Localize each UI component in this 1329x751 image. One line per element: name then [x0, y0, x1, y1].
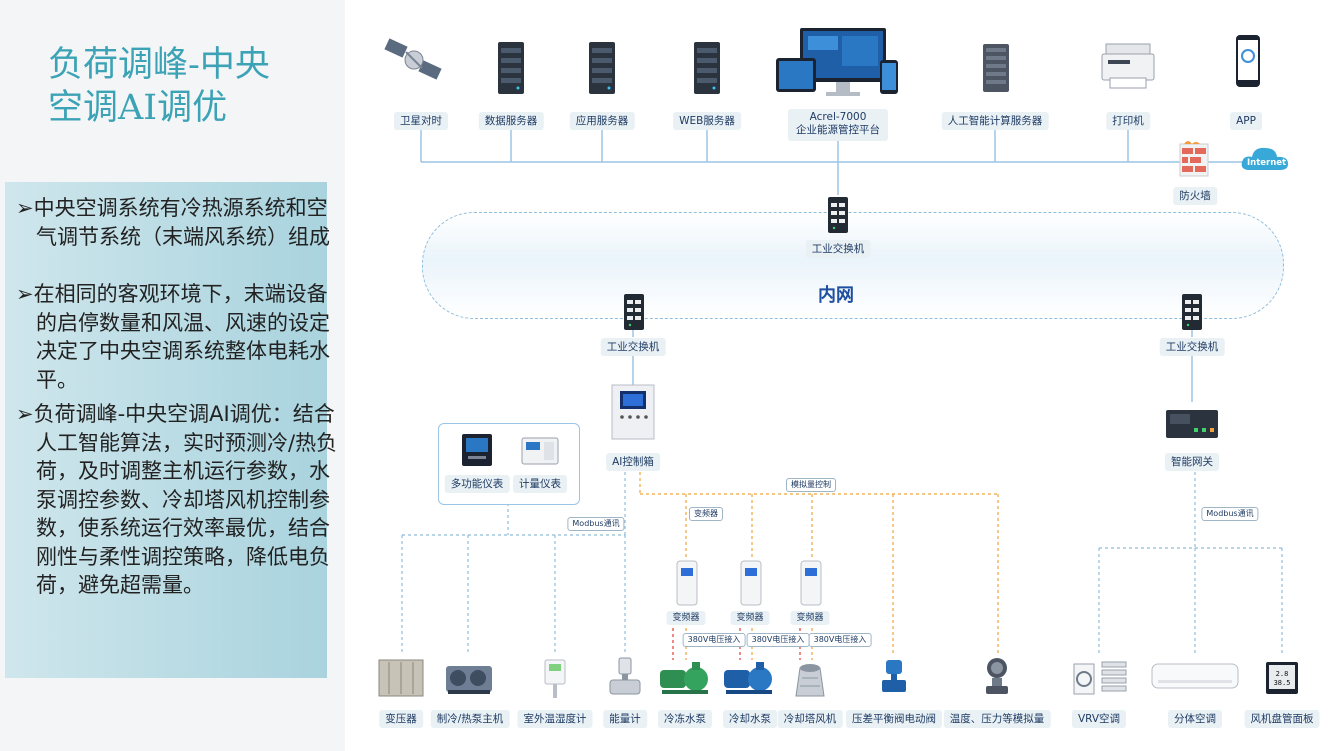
- bullet-box: [5, 182, 327, 678]
- bullet-1: ➢中央空调系统有冷热源系统和空气调节系统（末端风系统）组成: [16, 196, 330, 249]
- energy-meter-label: 计量仪表: [513, 475, 567, 493]
- voltage-tag-3: 380V电压接入: [808, 633, 872, 647]
- cooling-water-pump-label: 冷却水泵: [723, 710, 777, 728]
- smart-gateway-icon: [1166, 410, 1218, 438]
- ai-server-icon: [983, 44, 1009, 92]
- title-line-2: 空调AI调优: [48, 88, 228, 128]
- voltage-tag-2: 380V电压接入: [746, 633, 810, 647]
- inverter-3-label: 变频器: [790, 611, 830, 625]
- pressure-sensor-label: 温度、压力等模拟量: [943, 710, 1051, 728]
- inner-network-ellipse: [422, 212, 1284, 319]
- switch-top-label: 工业交换机: [805, 240, 871, 258]
- inner-network-label: 内网: [818, 285, 854, 306]
- modbus-tag-right: Modbus通讯: [1201, 507, 1259, 521]
- switch-right-icon: [1182, 294, 1202, 330]
- firewall-label: 防火墙: [1173, 187, 1217, 205]
- outdoor-thermometer-label: 室外温湿度计: [517, 710, 593, 728]
- ai-control-box-icon: [611, 384, 655, 440]
- switch-top-icon: [828, 197, 848, 233]
- printer-icon: [1101, 43, 1155, 89]
- platform-monitor-icon: [776, 28, 898, 96]
- fan-coil-panel-readout: 2.8: [1276, 670, 1289, 678]
- web-server-icon: [694, 42, 720, 94]
- multi-function-meter-label: 多功能仪表: [444, 475, 510, 493]
- transformer-label: 变压器: [379, 710, 423, 728]
- vrv-ac-icon: [1073, 661, 1127, 695]
- slide-title: 负荷调峰-中央 空调AI调优: [48, 44, 270, 130]
- app-server-label: 应用服务器: [569, 112, 635, 130]
- cooling-tower-icon: [795, 664, 825, 697]
- printer-label: 打印机: [1106, 112, 1150, 130]
- ai-server-label: 人工智能计算服务器: [941, 112, 1049, 130]
- cooling-tower-label: 冷却塔风机: [777, 710, 843, 728]
- app-server-icon: [589, 42, 615, 94]
- electric-valve-icon: [882, 660, 906, 692]
- smart-gateway-label: 智能网关: [1165, 453, 1219, 471]
- fan-coil-panel-icon: 2.8 38.5: [1266, 662, 1298, 694]
- fan-coil-panel-label: 风机盘管面板: [1244, 710, 1320, 728]
- inverter-1-label: 变频器: [666, 611, 706, 625]
- inverter-3-icon: [800, 560, 822, 606]
- internet-label: Internet: [1247, 158, 1287, 168]
- flowmeter-icon: [609, 657, 641, 695]
- transformer-icon: [378, 659, 424, 697]
- chilled-water-pump-label: 冷冻水泵: [658, 710, 712, 728]
- data-server-icon: [498, 42, 524, 94]
- inverter-tag: 变频器: [689, 507, 723, 521]
- ai-control-box-label: AI控制箱: [606, 453, 660, 471]
- fan-coil-panel-readout-2: 38.5: [1274, 679, 1291, 687]
- split-ac-label: 分体空调: [1168, 710, 1222, 728]
- chilled-water-pump-icon: [660, 662, 708, 694]
- data-server-label: 数据服务器: [478, 112, 544, 130]
- electric-valve-label: 压差平衡阀电动阀: [846, 710, 942, 728]
- app-label: APP: [1230, 112, 1262, 130]
- inverter-2-icon: [740, 560, 762, 606]
- modbus-tag-left: Modbus通讯: [567, 517, 625, 531]
- pressure-sensor-icon: [986, 658, 1008, 694]
- analog-control-tag: 模拟量控制: [786, 478, 836, 492]
- platform-label-line1: Acrel-7000: [809, 111, 867, 123]
- chiller-icon: [446, 666, 492, 694]
- bullet-3: ➢负荷调峰-中央空调AI调优：结合人工智能算法，实时预测冷/热负荷，及时调整主机…: [16, 402, 338, 597]
- internet-cloud-icon: [1241, 147, 1288, 170]
- title-line-1: 负荷调峰-中央: [48, 45, 270, 85]
- flowmeter-label: 能量计: [603, 710, 647, 728]
- vrv-ac-label: VRV空调: [1071, 710, 1127, 728]
- energy-meter-icon: [521, 437, 559, 465]
- voltage-tag-1: 380V电压接入: [682, 633, 746, 647]
- outdoor-thermometer-icon: [544, 659, 566, 698]
- switch-right-label: 工业交换机: [1159, 338, 1225, 356]
- platform-label-line2: 企业能源管控平台: [796, 124, 880, 136]
- web-server-label: WEB服务器: [673, 112, 741, 130]
- smartphone-icon: [1236, 35, 1260, 87]
- platform-label: Acrel-7000 企业能源管控平台: [788, 109, 888, 141]
- satellite-label: 卫星对时: [394, 112, 448, 130]
- inverter-2-label: 变频器: [730, 611, 770, 625]
- cooling-water-pump-icon: [724, 662, 772, 694]
- bullet-2: ➢在相同的客观环境下，末端设备的启停数量和风温、风速的设定决定了中央空调系统整体…: [16, 282, 330, 392]
- chiller-label: 制冷/热泵主机: [430, 710, 510, 728]
- inverter-1-icon: [676, 560, 698, 606]
- firewall-icon: [1179, 141, 1209, 177]
- switch-left-icon: [624, 294, 644, 330]
- satellite-icon: [384, 38, 442, 80]
- split-ac-icon: [1151, 663, 1239, 689]
- multi-function-meter-icon: [462, 434, 492, 466]
- switch-left-label: 工业交换机: [600, 338, 666, 356]
